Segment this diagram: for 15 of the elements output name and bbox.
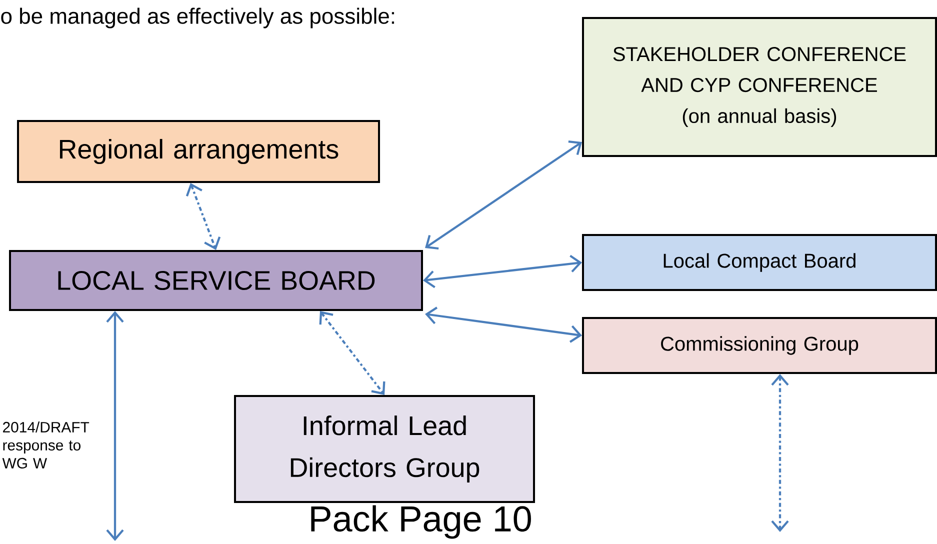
box: Regional arrangements (17, 120, 380, 183)
arrow (186, 183, 221, 250)
arrow (425, 140, 582, 250)
box: STAKEHOLDER CONFERENCE AND CYP CONFERENCE (on annual basis) (582, 17, 937, 157)
box: Informal Lead Directors Group (234, 395, 535, 503)
box: LOCAL SERVICE BOARD (9, 250, 423, 311)
box: Local Compact Board (582, 234, 937, 291)
heading-text: o be managed as effectively as possible: (1, 8, 394, 28)
arrow (423, 254, 582, 288)
box: Commissioning Group (582, 317, 937, 374)
arrow (771, 374, 789, 532)
arrow (319, 311, 386, 395)
arrow (106, 311, 124, 542)
footer-text: 2014/DRAFT response to WG W (2, 422, 90, 468)
arrow (425, 306, 582, 343)
